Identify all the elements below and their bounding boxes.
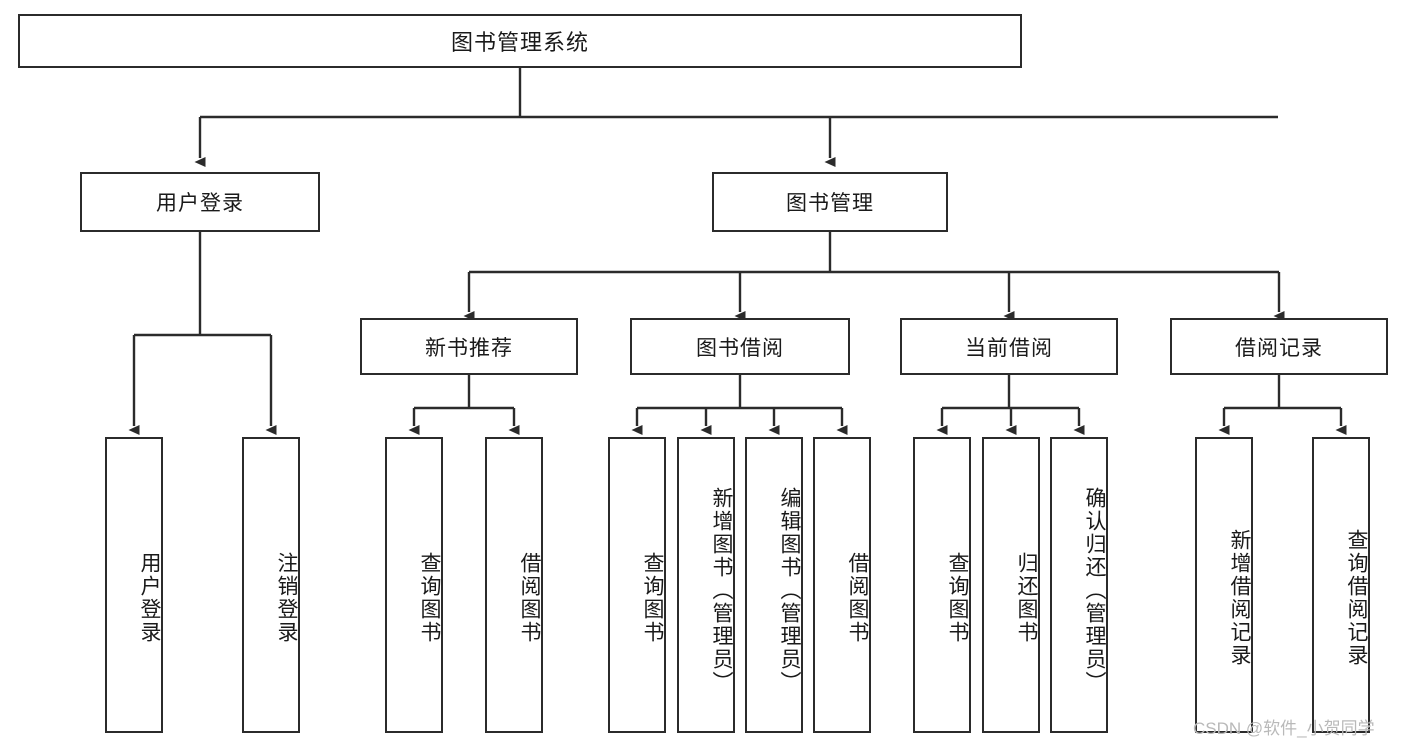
node-borrow-record[interactable]: 借阅记录 bbox=[1170, 318, 1388, 375]
leaf-query-book-recommend[interactable]: 查询图书 bbox=[385, 437, 443, 733]
node-label: 图书管理 bbox=[786, 192, 874, 215]
node-label: 查询借阅记录 bbox=[1345, 529, 1368, 667]
leaf-query-borrow-record[interactable]: 查询借阅记录 bbox=[1312, 437, 1370, 733]
node-user-login[interactable]: 用户登录 bbox=[80, 172, 320, 232]
leaf-return-book[interactable]: 归还图书 bbox=[982, 437, 1040, 733]
node-label: 注销登录 bbox=[275, 552, 298, 644]
node-label: 查询图书 bbox=[946, 552, 969, 644]
node-label: 归还图书 bbox=[1015, 552, 1038, 644]
node-label: 借阅图书 bbox=[846, 552, 869, 644]
csdn-watermark: CSDN @软件_小贺同学 bbox=[1193, 719, 1375, 738]
leaf-query-book-borrow[interactable]: 查询图书 bbox=[608, 437, 666, 733]
node-current-borrow[interactable]: 当前借阅 bbox=[900, 318, 1118, 375]
leaf-confirm-return-admin[interactable]: 确认归还（管理员） bbox=[1050, 437, 1108, 733]
leaf-add-book-admin[interactable]: 新增图书（管理员） bbox=[677, 437, 735, 733]
node-label: 新书推荐 bbox=[425, 336, 513, 360]
node-label: 用户登录 bbox=[156, 192, 244, 215]
leaf-logout[interactable]: 注销登录 bbox=[242, 437, 300, 733]
node-label: 查询图书 bbox=[641, 552, 664, 644]
node-label: 编辑图书（管理员） bbox=[778, 486, 801, 694]
node-label: 借阅图书 bbox=[518, 552, 541, 644]
leaf-query-book-current[interactable]: 查询图书 bbox=[913, 437, 971, 733]
node-label: 确认归还（管理员） bbox=[1083, 486, 1106, 694]
leaf-edit-book-admin[interactable]: 编辑图书（管理员） bbox=[745, 437, 803, 733]
node-book-management[interactable]: 图书管理 bbox=[712, 172, 948, 232]
leaf-borrow-book[interactable]: 借阅图书 bbox=[813, 437, 871, 733]
node-new-book-recommend[interactable]: 新书推荐 bbox=[360, 318, 578, 375]
node-label: 新增借阅记录 bbox=[1228, 529, 1251, 667]
node-label: 用户登录 bbox=[138, 552, 161, 644]
node-label: 当前借阅 bbox=[965, 336, 1053, 360]
node-label: 图书借阅 bbox=[696, 336, 784, 360]
node-label: 图书管理系统 bbox=[450, 30, 589, 55]
leaf-add-borrow-record[interactable]: 新增借阅记录 bbox=[1195, 437, 1253, 733]
node-label: 借阅记录 bbox=[1235, 336, 1323, 360]
leaf-user-login[interactable]: 用户登录 bbox=[105, 437, 163, 733]
node-label: 查询图书 bbox=[418, 552, 441, 644]
node-root-book-management-system[interactable]: 图书管理系统 bbox=[18, 14, 1022, 68]
node-label: 新增图书（管理员） bbox=[710, 486, 733, 694]
node-book-borrow[interactable]: 图书借阅 bbox=[630, 318, 850, 375]
leaf-borrow-book-recommend[interactable]: 借阅图书 bbox=[485, 437, 543, 733]
